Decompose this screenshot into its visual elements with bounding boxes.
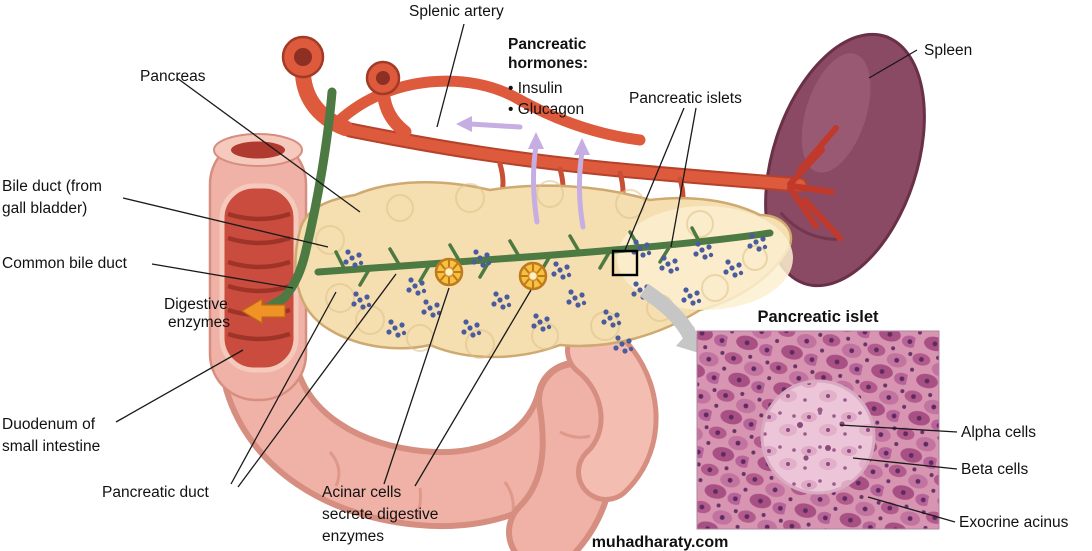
splenic-artery-illustration: [281, 35, 843, 241]
label-exocrine-acinus: Exocrine acinus: [959, 514, 1069, 531]
label-hormones-title-2: hormones:: [508, 55, 588, 72]
watermark: muhadharaty.com: [592, 534, 729, 551]
label-acinar-line3: enzymes: [322, 528, 384, 545]
label-duodenum-line2: small intestine: [2, 438, 100, 455]
label-digestive-line1: Digestive: [164, 296, 228, 313]
label-alpha-cells: Alpha cells: [961, 424, 1036, 441]
spleen-illustration: [764, 32, 926, 288]
label-hormone-insulin: • Insulin: [508, 80, 563, 97]
label-hormones-title-1: Pancreatic: [508, 36, 587, 53]
pancreatic-duct-illustration: [257, 87, 774, 316]
label-pancreas: Pancreas: [140, 68, 206, 85]
duodenum-illustration: [208, 133, 308, 402]
label-hormone-glucagon: • Glucagon: [508, 101, 584, 118]
label-acinar-line1: Acinar cells: [322, 484, 401, 501]
label-acinar-line2: secrete digestive: [322, 506, 438, 523]
label-beta-cells: Beta cells: [961, 461, 1028, 478]
label-inset-title: Pancreatic islet: [757, 308, 879, 326]
label-duodenum-line1: Duodenum of: [2, 416, 96, 433]
label-pancreatic-duct: Pancreatic duct: [102, 484, 210, 501]
digestive-enzymes-arrow: [240, 297, 286, 325]
label-digestive-line2: enzymes: [168, 314, 230, 331]
islet-selection-box: [611, 249, 639, 277]
hormone-arrows: [456, 116, 590, 230]
label-bile-duct-line1: Bile duct (from: [2, 178, 102, 195]
label-pancreatic-islets: Pancreatic islets: [629, 90, 742, 107]
islet-micrograph-inset: [696, 330, 940, 530]
small-intestine-illustration: [222, 320, 659, 551]
label-common-bile-duct: Common bile duct: [2, 255, 128, 272]
inset-pointer-arrow: [639, 283, 702, 354]
label-splenic-artery: Splenic artery: [409, 3, 504, 20]
leader-lines: [115, 23, 958, 523]
label-bile-duct-line2: gall bladder): [2, 200, 87, 217]
label-spleen: Spleen: [924, 42, 972, 59]
